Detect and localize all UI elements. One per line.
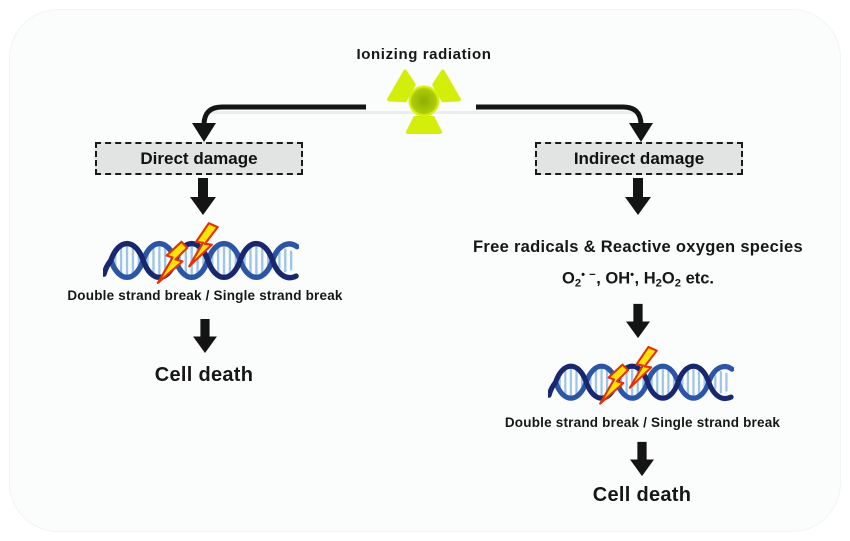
down-arrow-right-outcome: [630, 441, 654, 477]
formula-sep1: ,: [596, 269, 606, 288]
formula-sep2: ,: [634, 269, 644, 288]
down-arrow-direct: [190, 178, 216, 215]
direct-damage-label: Direct damage: [140, 148, 258, 168]
ros-formula: O2• −, OH•, H2O2 etc.: [438, 269, 838, 289]
formula-oh: OH: [605, 269, 631, 288]
down-arrow-ros: [626, 303, 650, 339]
formula-h-sub: 2: [655, 277, 662, 290]
formula-o2: O: [661, 269, 675, 288]
formula-h: H: [643, 269, 656, 288]
cell-death-right: Cell death: [592, 484, 692, 506]
down-arrow-indirect: [625, 178, 651, 215]
strand-break-caption-right: Double strand break / Single strand brea…: [504, 415, 781, 430]
formula-o2-sub: 2: [674, 277, 681, 290]
formula-oh-sup: •: [630, 269, 635, 281]
formula-o: O: [561, 269, 575, 288]
branch-connector: [192, 104, 653, 142]
formula-o-sup: • −: [581, 269, 597, 281]
dna-double-helix-icon: [103, 222, 299, 291]
diagram-title: Ionizing radiation: [356, 46, 492, 63]
ros-title: Free radicals & Reactive oxygen species: [473, 238, 803, 256]
indirect-damage-label: Indirect damage: [573, 148, 705, 168]
strand-break-caption-left: Double strand break / Single strand brea…: [67, 288, 343, 303]
direct-damage-box: Direct damage: [95, 142, 303, 175]
cell-death-left: Cell death: [154, 364, 254, 386]
indirect-damage-box: Indirect damage: [535, 142, 743, 175]
formula-o-sub: 2: [574, 277, 582, 290]
formula-etc: etc.: [680, 269, 715, 288]
radiation-trefoil-icon: [387, 69, 461, 134]
down-arrow-left-outcome: [193, 319, 217, 353]
dna-double-helix-icon: [548, 346, 734, 411]
